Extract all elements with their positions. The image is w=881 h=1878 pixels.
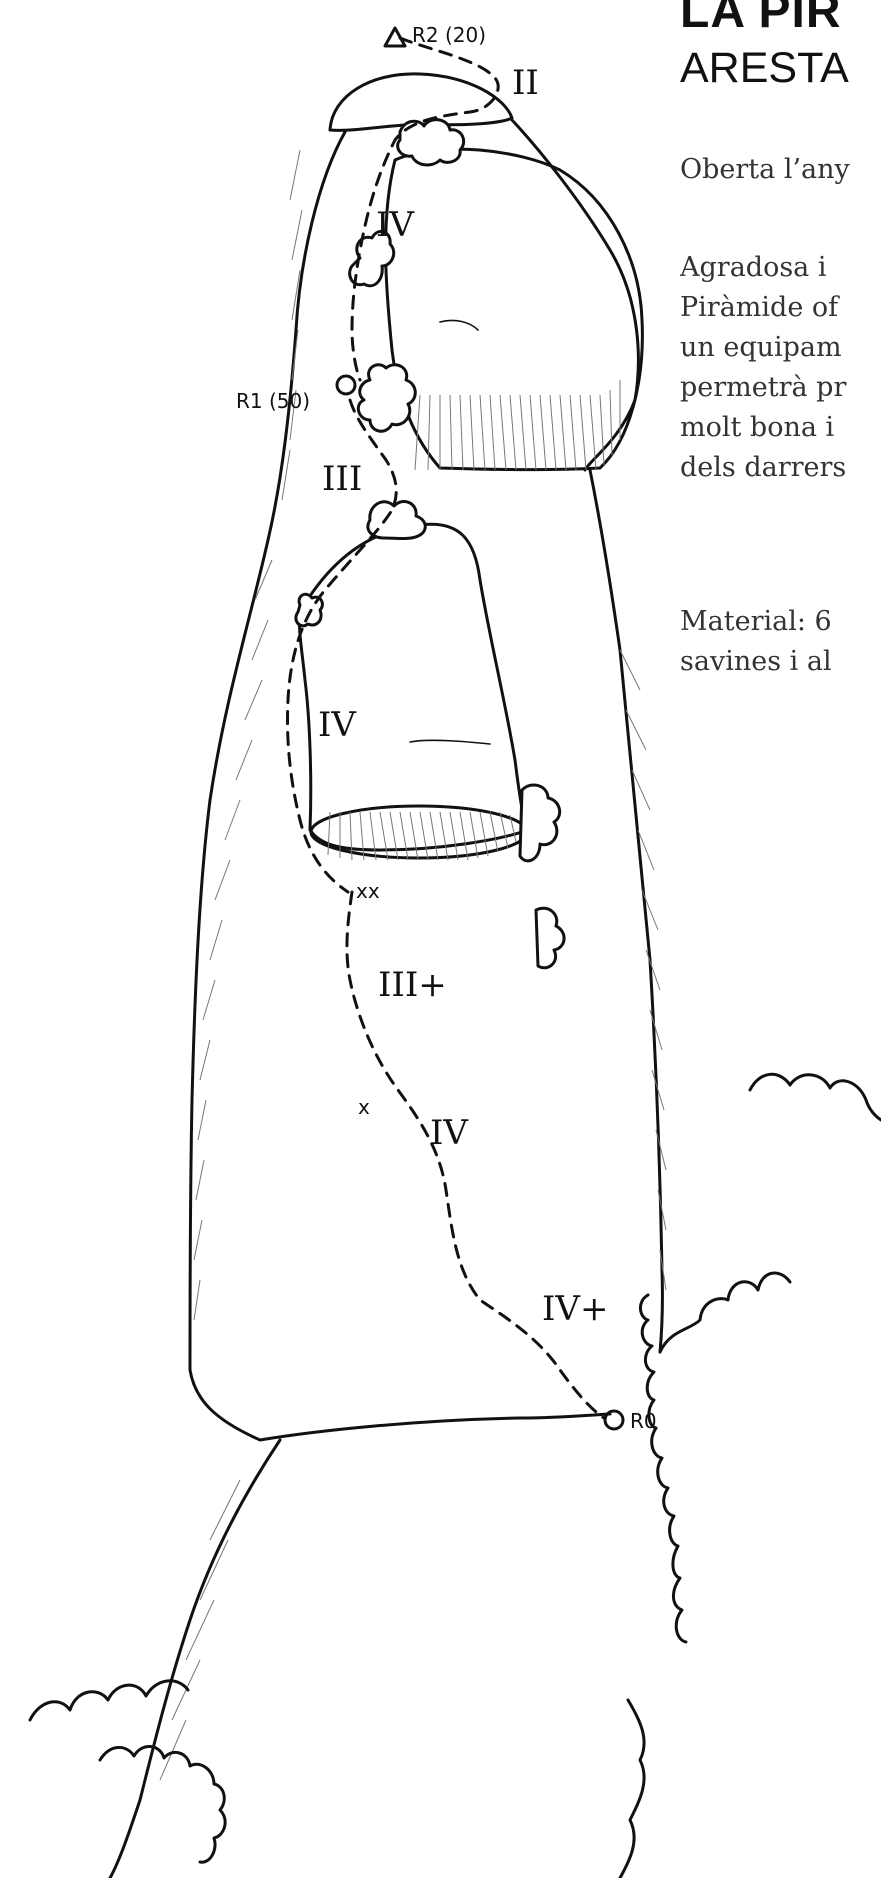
belay-ring-icon — [605, 1411, 623, 1429]
double-bolt-mark: xx — [356, 879, 380, 903]
anchor-triangle-icon — [385, 28, 405, 46]
grade-pitch-2-block: IV — [318, 705, 357, 745]
grade-top-pitch: II — [512, 63, 539, 103]
grade-pitch-2-mid: III — [322, 459, 362, 499]
single-bolt-mark: x — [358, 1095, 370, 1119]
grade-pitch-2-upper: IV — [376, 205, 415, 245]
belay-r0-label: R0 — [630, 1409, 657, 1433]
belay-ring-icon — [337, 376, 355, 394]
belay-r2: R2 (20) — [385, 23, 486, 47]
bushes — [30, 120, 881, 1878]
grade-pitch-1-upper: III+ — [378, 965, 447, 1005]
belay-r2-label: R2 (20) — [412, 23, 486, 47]
belay-r1: R1 (50) — [236, 376, 355, 413]
belay-r0: R0 — [605, 1409, 657, 1433]
grade-pitch-1-mid: IV — [430, 1113, 469, 1153]
belay-r1-label: R1 (50) — [236, 389, 310, 413]
grade-pitch-1-start: IV+ — [542, 1289, 608, 1329]
